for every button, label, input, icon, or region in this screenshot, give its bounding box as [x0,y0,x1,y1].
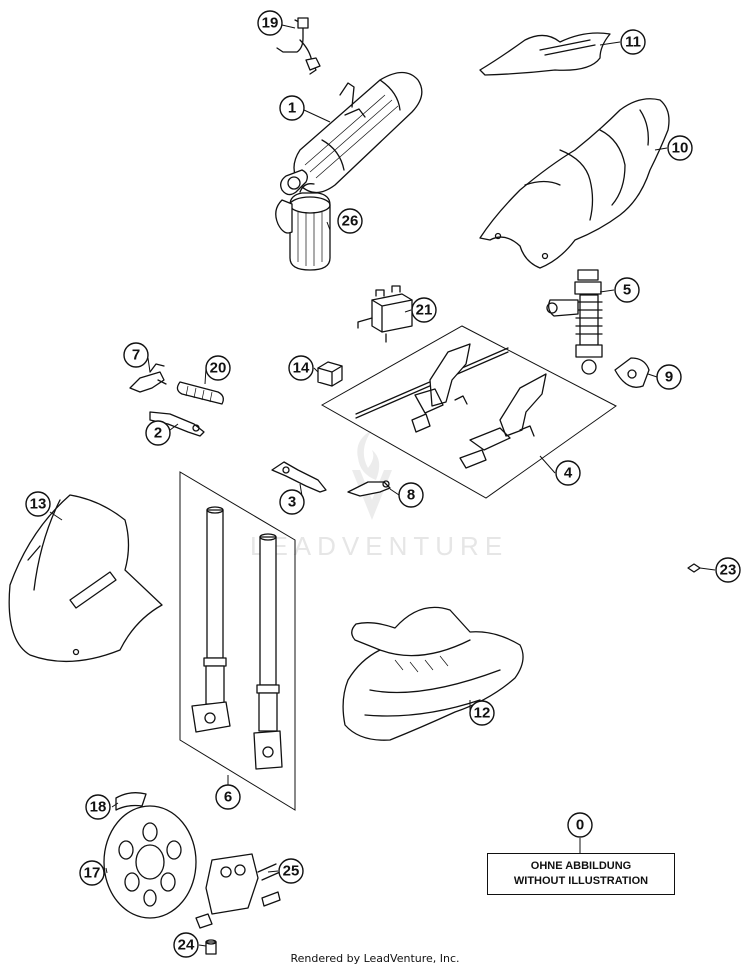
callout-5: 5 [614,277,640,303]
part-3-hand-lever [271,461,327,493]
part-12-belly-pan [342,606,524,741]
svg-text:2: 2 [154,425,162,442]
callout-12: 12 [469,700,495,726]
svg-text:10: 10 [672,140,689,157]
svg-text:21: 21 [416,302,433,319]
svg-text:17: 17 [84,865,101,882]
part-10-seat [479,98,670,269]
svg-text:3: 3 [288,494,296,511]
watermark-text: LEADVENTURE [250,531,508,561]
svg-text:7: 7 [132,347,140,364]
part-18-brake-pad [115,792,147,811]
callout-20: 20 [205,355,231,381]
callout-26: 26 [337,208,363,234]
callout-1: 1 [279,95,305,121]
part-19-sensor-cable [276,17,321,75]
callout-23: 23 [715,557,741,583]
part-13-front-fairing [8,494,163,663]
part-20-grip [176,381,224,405]
part-11-seat-pad [479,32,611,76]
part-9-bracket [614,357,650,388]
part-21-control-unit [357,285,413,343]
callout-4: 4 [555,460,581,486]
part-4-footrest-assembly [320,325,617,499]
callout-21: 21 [411,297,437,323]
callout-17: 17 [79,860,105,886]
part-1-muffler [280,71,423,196]
svg-text:8: 8 [407,487,415,504]
callout-3: 3 [279,489,305,515]
svg-text:9: 9 [665,369,673,386]
svg-text:6: 6 [224,789,232,806]
part-17-brake-disc [103,805,197,919]
part-25-brake-caliper [205,853,281,915]
svg-text:26: 26 [342,213,359,230]
svg-text:14: 14 [293,360,310,377]
callout-11: 11 [620,29,646,55]
callout-24: 24 [173,932,199,958]
part-14-cube [317,361,343,387]
rendered-by-footer: Rendered by LeadVenture, Inc. [290,952,460,965]
watermark: LEADVENTURE [250,430,508,561]
callout-10: 10 [667,135,693,161]
svg-text:24: 24 [178,937,195,954]
part-5-shock-absorber [546,269,603,375]
callout-8: 8 [398,482,424,508]
callout-9: 9 [656,364,682,390]
callout-14: 14 [288,355,314,381]
without-illustration-note: OHNE ABBILDUNG WITHOUT ILLUSTRATION [487,853,675,895]
callout-7: 7 [123,342,149,368]
svg-text:20: 20 [210,360,227,377]
callout-0: 0 [567,812,593,838]
svg-text:4: 4 [564,465,573,482]
svg-text:25: 25 [283,863,300,880]
svg-text:18: 18 [90,799,107,816]
note-line-german: OHNE ABBILDUNG [530,860,632,872]
callout-18: 18 [85,794,111,820]
note-line-english: WITHOUT ILLUSTRATION [513,875,649,887]
svg-text:19: 19 [262,15,279,32]
svg-text:23: 23 [720,562,737,579]
callout-13: 13 [25,491,51,517]
part-7-lever-bracket [129,363,167,393]
callout-25: 25 [278,858,304,884]
part-26-pre-muffler [275,183,331,271]
svg-text:12: 12 [474,705,491,722]
leader-lines [49,24,716,947]
part-6-front-fork [179,471,296,811]
callout-2: 2 [145,420,171,446]
svg-text:0: 0 [576,817,584,834]
part-8-shift-lever [347,480,391,497]
callout-6: 6 [215,784,241,810]
part-24-bushing [195,913,217,955]
callout-19: 19 [257,10,283,36]
svg-text:13: 13 [30,496,47,513]
part-23-clip [687,563,701,573]
svg-text:1: 1 [288,100,296,117]
svg-text:11: 11 [625,34,641,51]
svg-text:5: 5 [623,282,631,299]
